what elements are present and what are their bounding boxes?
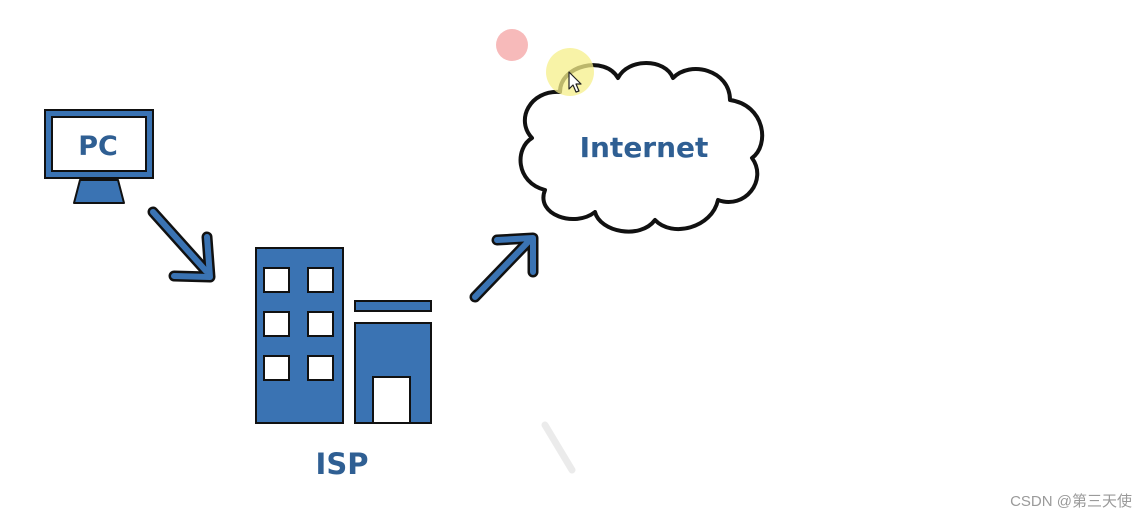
- click-marker: [496, 29, 528, 61]
- building-icon: [255, 247, 432, 424]
- smudge-mark: [541, 421, 576, 474]
- isp-node: ISP: [255, 247, 432, 481]
- isp-label: ISP: [316, 447, 369, 481]
- arrow-pc-to-isp: [147, 206, 216, 283]
- internet-label: Internet: [580, 131, 709, 164]
- pc-label: PC: [78, 131, 118, 162]
- arrow-isp-to-internet: [469, 232, 539, 303]
- internet-node: Internet: [518, 61, 765, 234]
- watermark-text: CSDN @第三天使: [1010, 493, 1132, 510]
- cloud-icon: [518, 61, 765, 234]
- cursor-highlight: [546, 48, 594, 96]
- monitor-icon: [44, 109, 154, 204]
- pc-node: PC: [44, 109, 154, 204]
- mouse-pointer-icon: [568, 71, 582, 93]
